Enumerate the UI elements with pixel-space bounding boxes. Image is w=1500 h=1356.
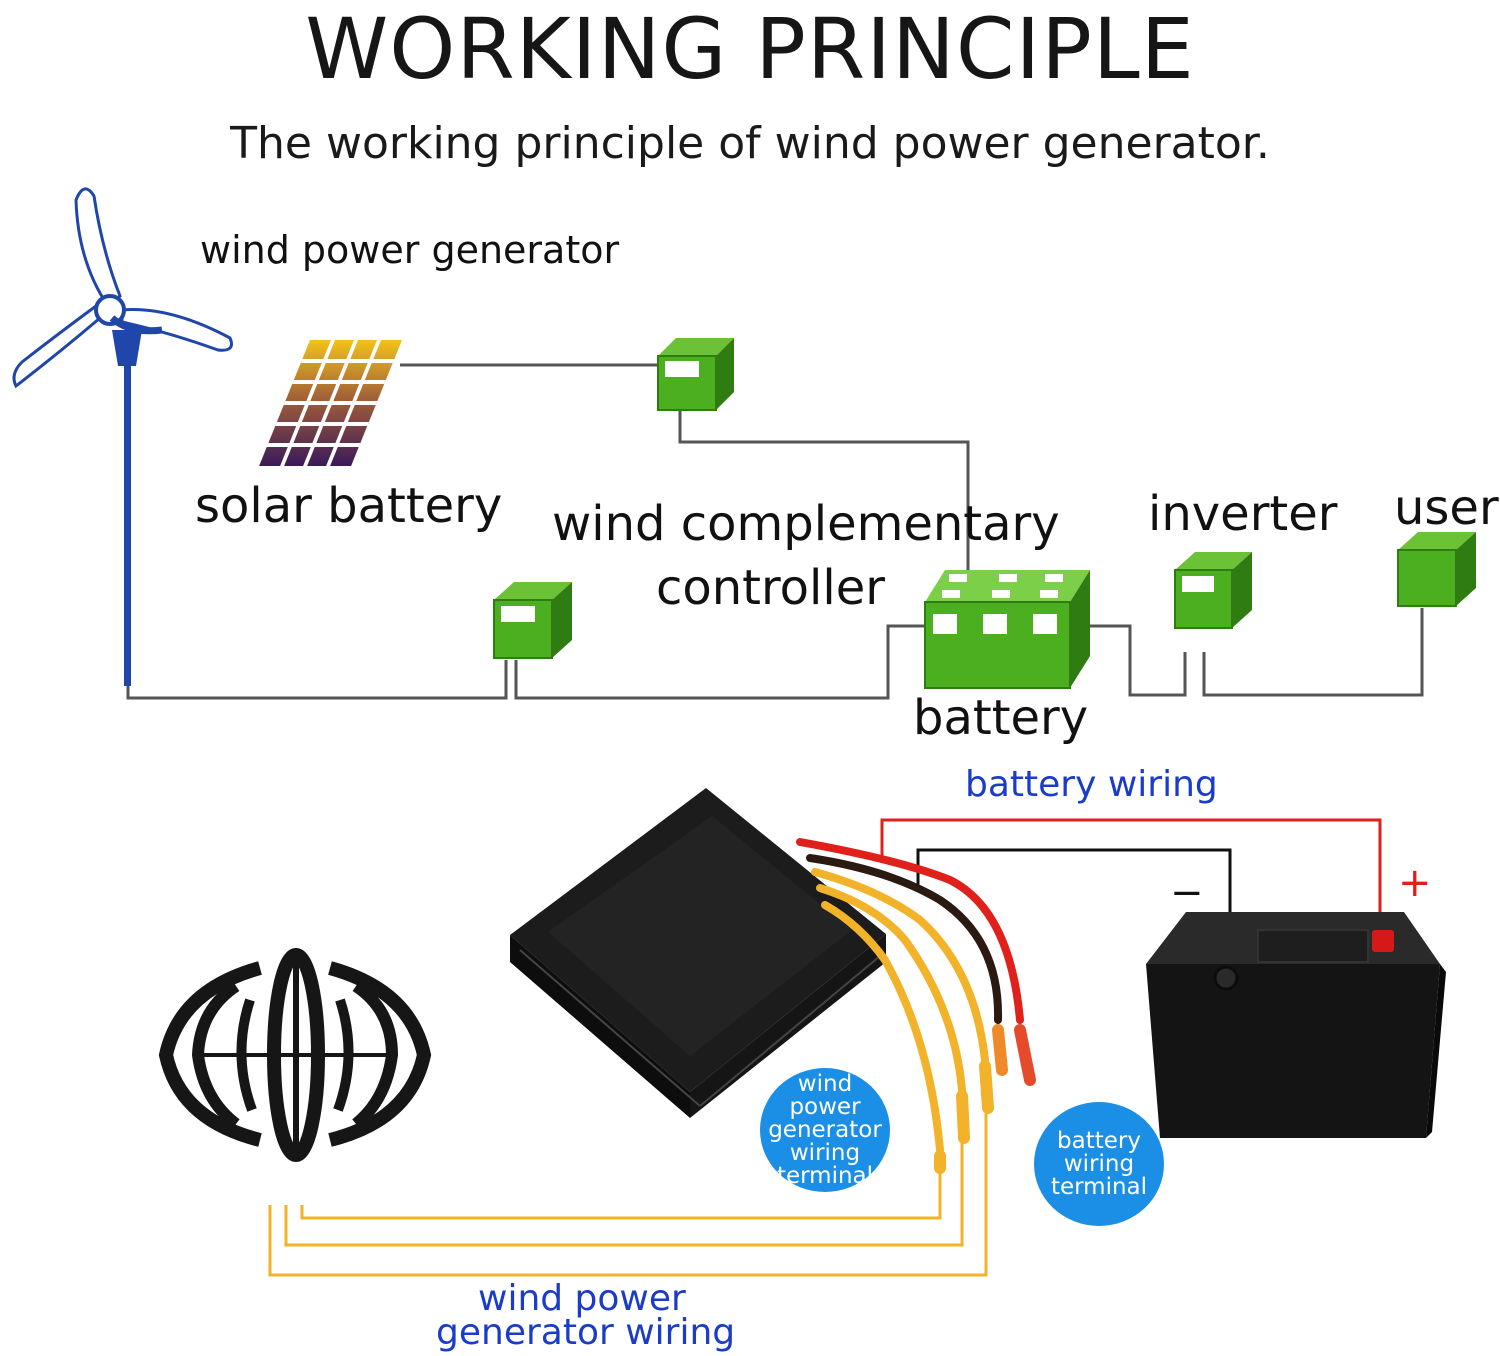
lantern-wind-turbine-icon (158, 948, 432, 1162)
page-title: WORKING PRINCIPLE (305, 0, 1195, 98)
generator-terminal-word: wiring (789, 1139, 861, 1166)
positive-sign: + (1398, 860, 1432, 906)
solar-battery-label: solar battery (195, 478, 503, 534)
battery-terminal-word: wiring (1063, 1150, 1135, 1177)
solar-panel-icon (259, 340, 402, 466)
generator-terminal-word: terminal (776, 1162, 874, 1189)
wind-turbine-icon (12, 187, 233, 686)
inverter-label: inverter (1148, 486, 1338, 542)
controller-label-line2: controller (656, 560, 885, 616)
negative-sign: − (1170, 870, 1204, 916)
controller-label-line1: wind complementary (552, 496, 1060, 552)
system-wires (126, 363, 1424, 700)
wind-power-generator-label: wind power generator (200, 228, 620, 272)
page-subtitle: The working principle of wind power gene… (230, 118, 1270, 169)
generator-terminal-badge: wind power generator wiring terminal (760, 1068, 890, 1192)
controller-box-icon (657, 338, 734, 411)
generator-wiring-label-line1: wind power (478, 1278, 686, 1319)
generator-wiring-lines (268, 1108, 988, 1277)
wind-controller-box-icon (493, 582, 572, 659)
inverter-box-icon (1174, 552, 1252, 629)
generator-terminal-word: power (789, 1093, 861, 1120)
generator-wiring-label-line2: generator wiring (436, 1312, 736, 1353)
generator-terminal-word: wind (797, 1070, 853, 1097)
battery-terminal-word: terminal (1050, 1173, 1148, 1200)
battery-wiring-label: battery wiring (965, 764, 1218, 805)
battery-box-icon (924, 570, 1090, 689)
user-box-icon (1397, 532, 1476, 607)
generator-terminal-word: generator (768, 1116, 882, 1143)
battery-terminal-badge: battery wiring terminal (1034, 1102, 1164, 1226)
user-label: user (1394, 480, 1499, 536)
car-battery-icon (1146, 912, 1446, 1138)
battery-label: battery (913, 690, 1089, 746)
cable-terminals (934, 1024, 1036, 1174)
controller-cables (796, 838, 1024, 1154)
charge-controller-device-icon (510, 788, 886, 1118)
battery-terminal-word: battery (1057, 1127, 1141, 1154)
